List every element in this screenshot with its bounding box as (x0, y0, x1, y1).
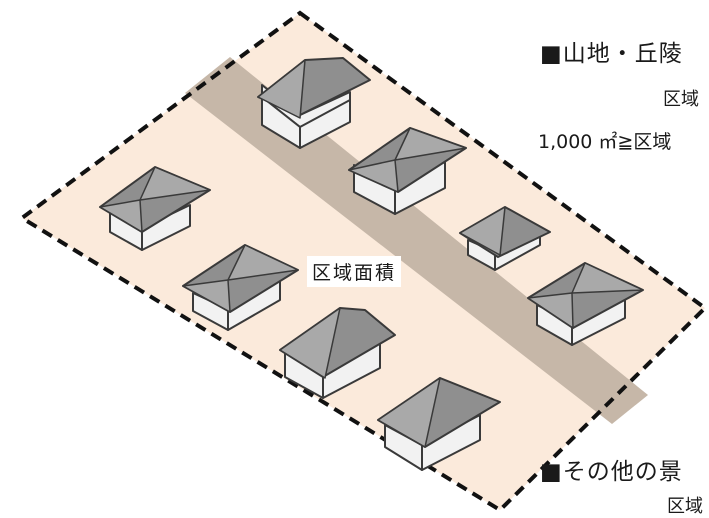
house-1 (257, 57, 371, 149)
house-8 (377, 377, 501, 471)
label-area-inequality: 1,000 ㎡≧区域 (538, 131, 672, 153)
site-boundary-dashed (18, 10, 709, 513)
area-label: 区域面積 (307, 256, 402, 287)
heading-other-landscape: ■その他の景 (540, 459, 683, 485)
road-strip (185, 57, 648, 424)
house-2 (348, 127, 467, 215)
house-7 (279, 307, 396, 399)
house-6 (527, 262, 644, 346)
label-region-2: 区域 (667, 496, 703, 517)
heading-mountain-hill: ■山地・丘陵 (540, 41, 683, 67)
label-region-1: 区域 (663, 89, 699, 110)
house-5 (182, 244, 299, 331)
house-4 (459, 206, 551, 271)
house-3 (99, 166, 211, 251)
